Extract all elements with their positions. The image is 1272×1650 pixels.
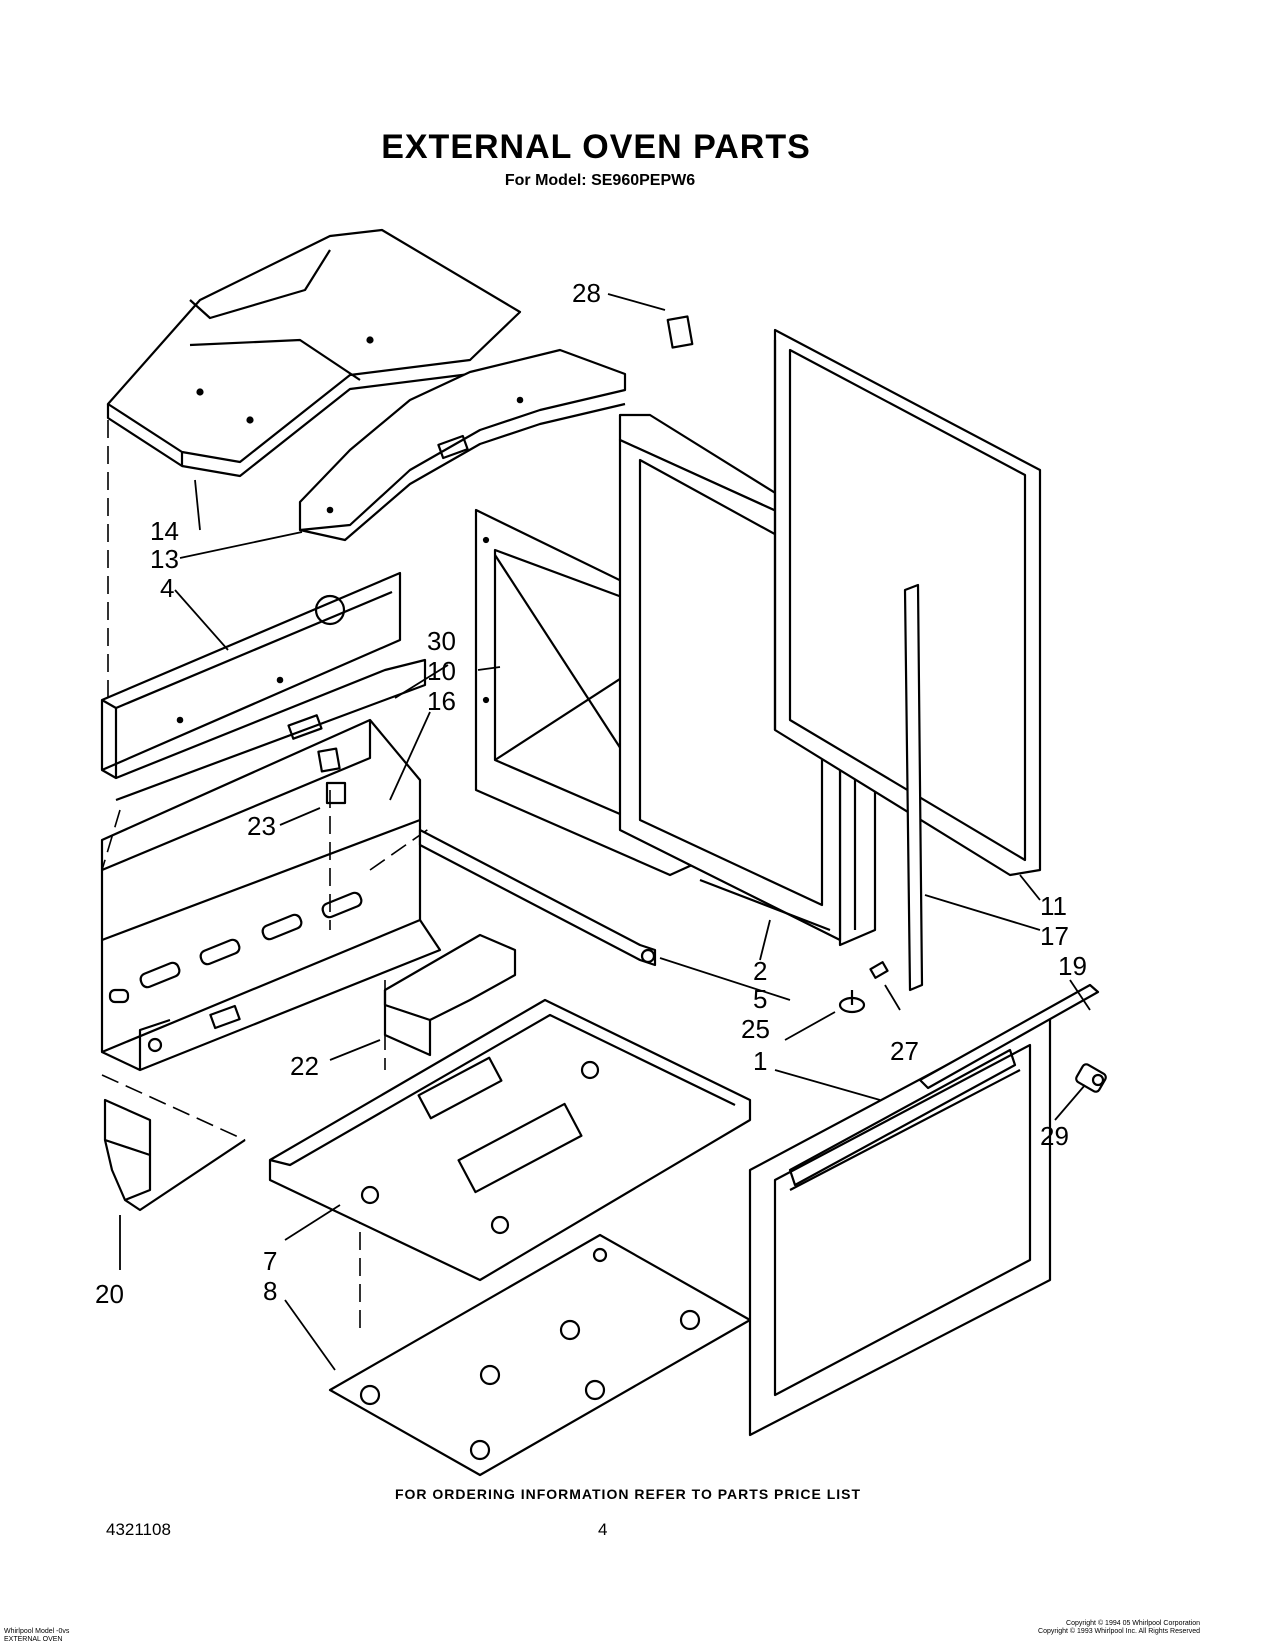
left-fine-print-line: Whirlpool Model -0vs [4,1628,70,1635]
callout-8: 8 [263,1276,277,1306]
model-subtitle: For Model: SE960PEPW6 [504,172,696,189]
callout-7: 7 [263,1246,277,1276]
callout-23: 23 [247,811,276,841]
callout-19: 19 [1058,951,1087,981]
callout-1: 1 [753,1046,767,1076]
callout-20: 20 [95,1279,124,1309]
hinge-rail-part [418,828,657,967]
front-trim-part [298,348,627,542]
callout-16: 16 [427,686,456,716]
hardware-parts [325,315,889,1014]
callout-2: 2 [753,956,767,986]
top-cover-part [106,228,522,478]
page-number: 4 [598,1520,608,1539]
bottom-tray-part [268,998,752,1282]
callout-4: 4 [160,573,174,603]
door-trim-part [903,583,924,992]
callout-25: 25 [741,1014,770,1044]
callout-22: 22 [290,1051,319,1081]
bracket-part [103,1098,246,1212]
callout-5: 5 [753,984,767,1014]
callout-27: 27 [890,1036,919,1066]
lower-panel-part [100,718,442,1072]
callout-11: 11 [1040,891,1067,921]
switch-part [1075,1063,1107,1093]
right-fine-print-line: Copyright © 1993 Whirlpool Inc. All Righ… [1038,1628,1200,1635]
leader-lines [119,293,1091,1371]
callout-10: 10 [427,656,456,686]
duct-part [383,933,517,1057]
callout-13: 13 [150,544,179,574]
right-fine-print: Copyright © 1994 05 Whirlpool Corporatio… [1000,1620,1200,1636]
control-panel-part [100,571,427,802]
ordering-note: FOR ORDERING INFORMATION REFER TO PARTS … [394,1486,862,1502]
page-title: EXTERNAL OVEN PARTS [381,128,811,166]
top-bracket-part [918,983,1100,1090]
front-frame-part [748,1008,1052,1437]
callout-30: 30 [427,626,456,656]
callout-14: 14 [150,516,179,546]
callout-29: 29 [1040,1121,1069,1151]
document-number: 4321108 [106,1520,171,1539]
left-fine-print-line: EXTERNAL OVEN [4,1636,63,1643]
callout-17: 17 [1040,921,1069,951]
callout-28: 28 [572,278,601,308]
bottom-panel-part [328,1233,752,1477]
left-fine-print: Whirlpool Model -0vs EXTERNAL OVEN [4,1628,69,1644]
right-fine-print-line: Copyright © 1994 05 Whirlpool Corporatio… [1066,1620,1200,1627]
